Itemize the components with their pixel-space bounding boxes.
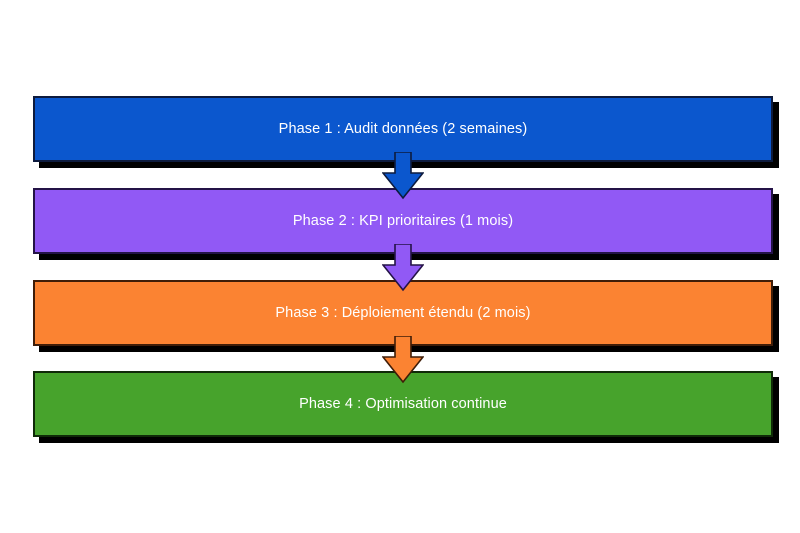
phase-label-4: Phase 4 : Optimisation continue (299, 395, 507, 412)
phase-label-3: Phase 3 : Déploiement étendu (2 mois) (275, 304, 531, 321)
phase-label-1: Phase 1 : Audit données (2 semaines) (278, 120, 528, 137)
arrow-down-icon-2 (382, 244, 424, 292)
phase-label-2: Phase 2 : KPI prioritaires (1 mois) (292, 212, 514, 229)
phase-box-1[interactable]: Phase 1 : Audit données (2 semaines) (33, 96, 773, 162)
arrow-down-icon-3 (382, 336, 424, 384)
arrow-down-icon-1 (382, 152, 424, 200)
